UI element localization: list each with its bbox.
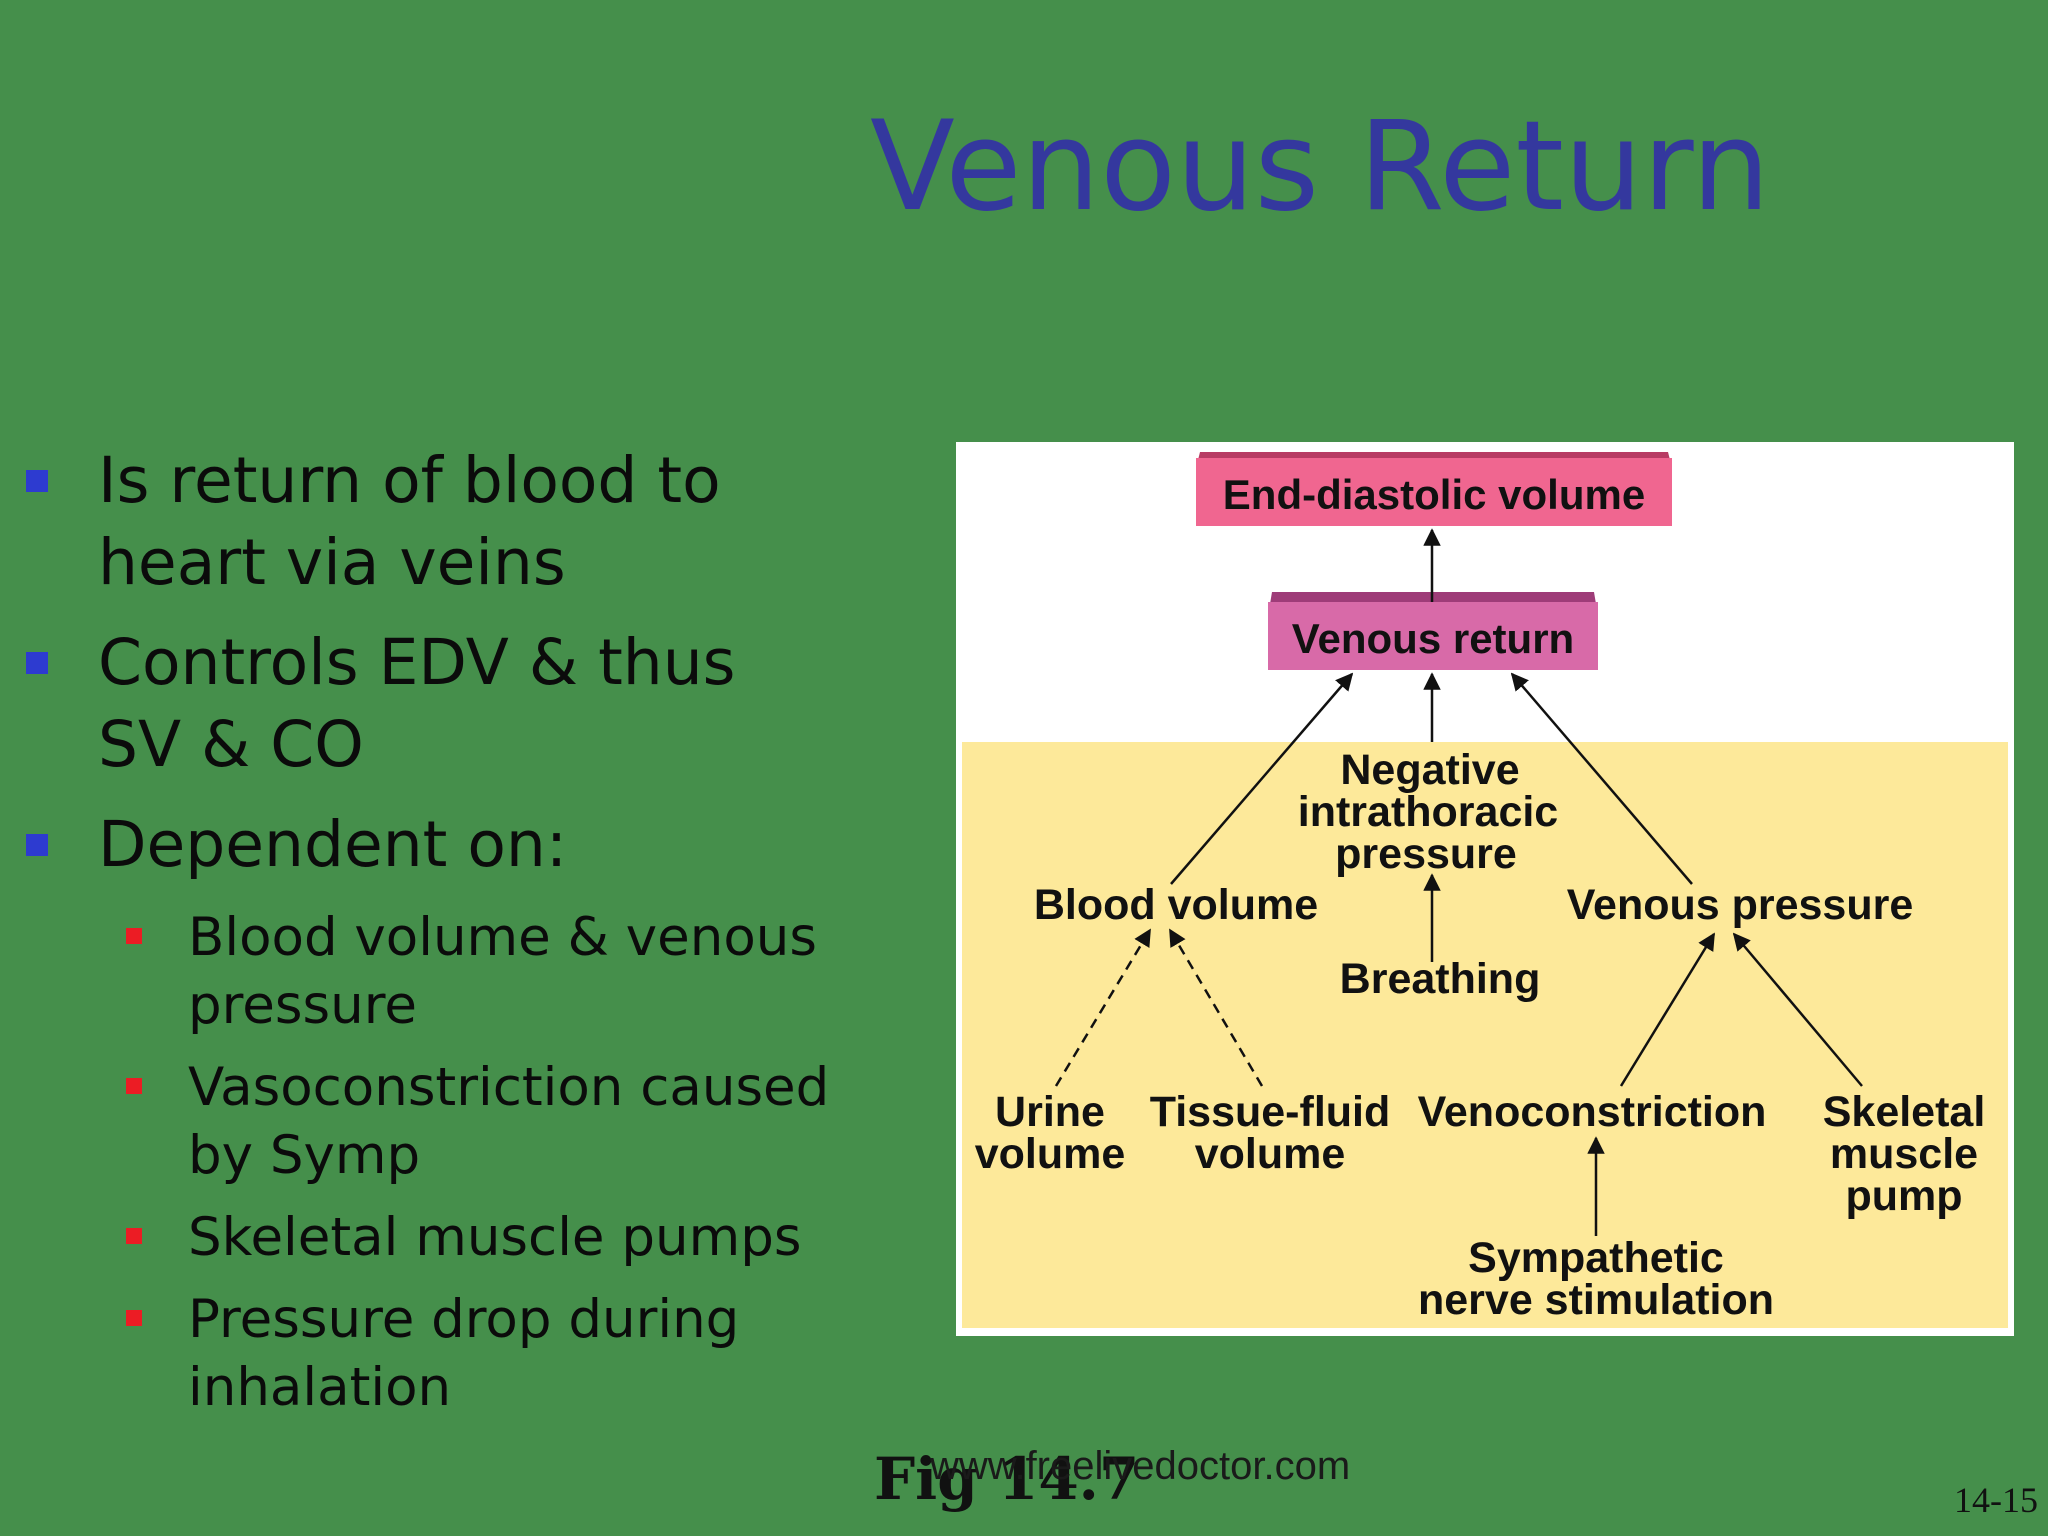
node-line: Urine bbox=[995, 1088, 1105, 1136]
node-tissue-fluid-volume: Tissue-fluid volume bbox=[1150, 1088, 1391, 1178]
bullet-item: Controls EDV & thus SV & CO bbox=[0, 622, 860, 786]
node-line: Sympathetic bbox=[1468, 1234, 1724, 1282]
sub-bullet-item: Blood volume & venous pressure bbox=[0, 904, 860, 1040]
node-negative-intrathoracic: Negative intrathoracic pressure bbox=[1298, 746, 1558, 878]
node-line: Tissue-fluid bbox=[1150, 1088, 1391, 1136]
watermark-url: www.freelivedoctor.com bbox=[930, 1444, 1351, 1488]
page-number: 14-15 bbox=[1954, 1480, 2038, 1520]
bullet-line: Is return of blood to bbox=[98, 444, 721, 517]
sub-bullet-item: Vasoconstriction caused by Symp bbox=[0, 1054, 860, 1190]
sub-bullet-marker-icon bbox=[126, 1228, 142, 1244]
edv-label: End-diastolic volume bbox=[1223, 471, 1645, 518]
bullet-marker-icon bbox=[26, 652, 48, 674]
venous-return-label: Venous return bbox=[1292, 615, 1574, 662]
bullet-marker-icon bbox=[26, 834, 48, 856]
arrow-urine-to-bv bbox=[1054, 928, 1152, 1087]
node-line: pressure bbox=[1335, 830, 1517, 878]
node-skeletal-muscle-pump: Skeletal muscle pump bbox=[1823, 1088, 1986, 1220]
node-line: muscle bbox=[1830, 1130, 1978, 1178]
node-line: pump bbox=[1845, 1172, 1962, 1220]
sub-bullet-line: Pressure drop during bbox=[188, 1289, 740, 1350]
node-blood-volume: Blood volume bbox=[1034, 881, 1318, 929]
sub-bullet-marker-icon bbox=[126, 1310, 142, 1326]
node-sympathetic-nerve-stimulation: Sympathetic nerve stimulation bbox=[1418, 1234, 1774, 1324]
node-line: intrathoracic bbox=[1298, 788, 1558, 836]
bullet-line: Dependent on: bbox=[98, 808, 568, 881]
sub-bullet-marker-icon bbox=[126, 1078, 142, 1094]
slide-title: Venous Return bbox=[870, 95, 1771, 239]
node-line: volume bbox=[1195, 1130, 1346, 1178]
sub-bullet-line: Skeletal muscle pumps bbox=[188, 1207, 802, 1268]
sub-bullet-item: Skeletal muscle pumps bbox=[0, 1204, 860, 1272]
venous-return-diagram: End-diastolic volume Venous return Negat bbox=[956, 442, 2014, 1336]
figure-caption: Fig 14.7 bbox=[874, 1445, 1140, 1513]
sub-bullet-line: by Symp bbox=[188, 1125, 421, 1186]
diagram-svg: End-diastolic volume Venous return Negat bbox=[962, 452, 2008, 1328]
bullet-item: Dependent on: bbox=[0, 804, 860, 886]
node-venoconstriction: Venoconstriction bbox=[1418, 1088, 1767, 1136]
node-line: volume bbox=[975, 1130, 1126, 1178]
node-breathing: Breathing bbox=[1340, 955, 1541, 1003]
sub-bullet-line: inhalation bbox=[188, 1357, 452, 1418]
node-venous-pressure: Venous pressure bbox=[1567, 881, 1914, 929]
sub-bullet-line: Blood volume & venous bbox=[188, 907, 817, 968]
arrow-bv-to-vr bbox=[1170, 672, 1354, 885]
bullet-item: Is return of blood to heart via veins bbox=[0, 440, 860, 604]
node-urine-volume: Urine volume bbox=[975, 1088, 1126, 1178]
bullet-marker-icon bbox=[26, 470, 48, 492]
venous-return-box: Venous return bbox=[1268, 592, 1598, 670]
bullet-list: Is return of blood to heart via veins Co… bbox=[0, 440, 860, 1436]
edv-box: End-diastolic volume bbox=[1196, 452, 1672, 526]
node-line: nerve stimulation bbox=[1418, 1276, 1774, 1324]
arrow-tissue-to-bv bbox=[1168, 928, 1264, 1087]
factors-panel bbox=[962, 742, 2008, 1328]
sub-bullet-marker-icon bbox=[126, 928, 142, 944]
sub-bullet-line: Vasoconstriction caused bbox=[188, 1057, 830, 1118]
arrow-venocon-to-vp bbox=[1619, 932, 1716, 1087]
arrow-smp-to-vp bbox=[1732, 932, 1863, 1087]
sub-bullet-line: pressure bbox=[188, 975, 417, 1036]
arrow-vp-to-vr bbox=[1510, 672, 1693, 885]
node-line: Skeletal bbox=[1823, 1088, 1986, 1136]
node-line: Negative bbox=[1340, 746, 1519, 794]
sub-bullet-item: Pressure drop during inhalation bbox=[0, 1286, 860, 1422]
bullet-line: heart via veins bbox=[98, 526, 566, 599]
bullet-line: SV & CO bbox=[98, 708, 364, 781]
bullet-line: Controls EDV & thus bbox=[98, 626, 736, 699]
